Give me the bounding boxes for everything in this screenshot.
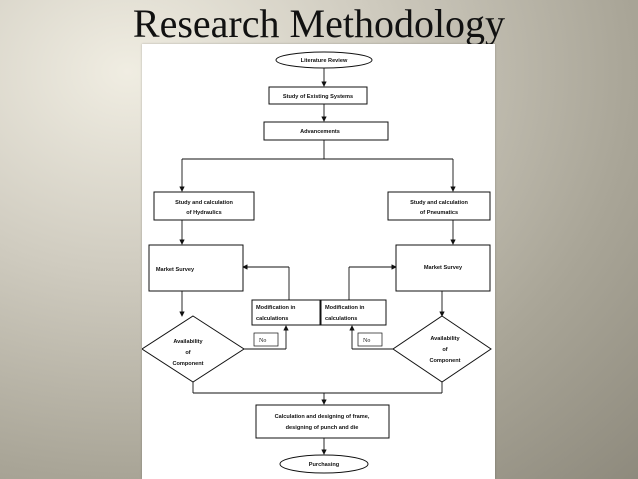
label-pneumatics-line2: of Pneumatics [420, 210, 458, 216]
node-advancements [263, 121, 389, 141]
label-hydraulics-line2: of Hydraulics [186, 210, 221, 216]
label-availability-right-line1: Availability [430, 336, 460, 342]
slide-title: Research Methodology [132, 1, 506, 46]
label-existing-systems: Study of Existing Systems [283, 94, 353, 100]
node-pneumatics [387, 191, 491, 221]
label-modification-right-line2: calculations [325, 316, 357, 322]
label-modification-right-line1: Modification in [325, 305, 365, 311]
node-hydraulics [153, 191, 255, 221]
node-modification-left [251, 299, 321, 326]
node-availability-right [392, 315, 492, 383]
label-availability-left-line2: of [185, 350, 190, 356]
node-market-survey-left [148, 244, 244, 292]
label-market-survey-right: Market Survey [424, 265, 463, 271]
label-purchasing: Purchasing [309, 462, 340, 468]
label-calculation-line2: designing of punch and die [286, 425, 359, 431]
node-no-right [357, 332, 383, 347]
label-calculation-line1: Calculation and designing of frame, [275, 414, 370, 420]
label-pneumatics-line1: Study and calculation [410, 200, 468, 206]
label-modification-left-line1: Modification in [256, 305, 296, 311]
node-availability-left [142, 315, 245, 383]
label-advancements: Advancements [300, 129, 340, 135]
node-literature-review [275, 51, 373, 69]
label-availability-left-line3: Component [172, 361, 203, 367]
label-no-right: No [363, 338, 370, 344]
label-availability-left-line1: Availability [173, 339, 203, 345]
label-modification-left-line2: calculations [256, 316, 288, 322]
node-purchasing [279, 454, 369, 474]
node-market-survey-right [395, 244, 491, 292]
node-modification-right [320, 299, 387, 326]
label-market-survey-left: Market Survey [156, 267, 195, 273]
node-no-left [253, 332, 279, 347]
flowchart-sheet: Literature Review Study of Existing Syst… [142, 44, 495, 479]
research-flowchart: Literature Review Study of Existing Syst… [142, 51, 492, 474]
node-existing-systems [268, 86, 368, 105]
label-literature-review: Literature Review [301, 58, 348, 64]
node-calculation [255, 404, 390, 439]
label-availability-right-line3: Component [429, 358, 460, 364]
label-no-left: No [259, 338, 266, 344]
label-availability-right-line2: of [442, 347, 447, 353]
label-hydraulics-line1: Study and calculation [175, 200, 233, 206]
